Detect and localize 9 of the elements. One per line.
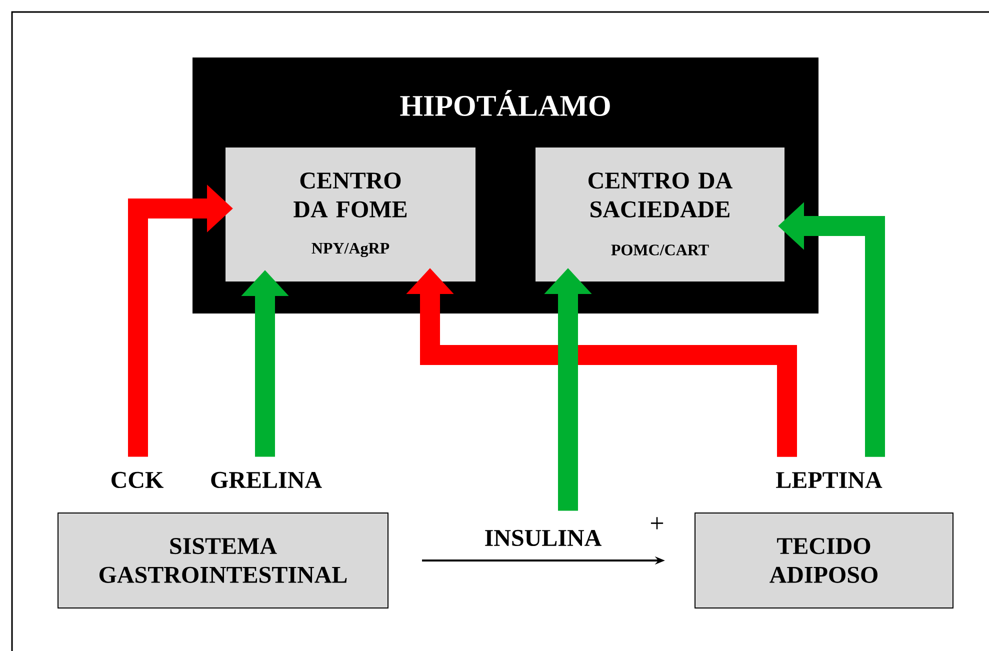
- signal-label: INSULINA: [485, 530, 602, 546]
- signal-label: GRELINA: [211, 472, 322, 488]
- signal-label: LEPTINA: [776, 472, 882, 488]
- signal-label: CCK: [112, 472, 164, 488]
- process-box: SISTEMA GASTROINTESTINAL: [58, 512, 388, 608]
- edge-label: +: [648, 516, 666, 533]
- process-box: CENTRO DA SACIEDADE POMC/CART: [534, 146, 786, 282]
- process-box: TECIDO ADIPOSO: [694, 512, 954, 608]
- process-box: CENTRO DA FOME NPY/AgRP: [224, 146, 476, 282]
